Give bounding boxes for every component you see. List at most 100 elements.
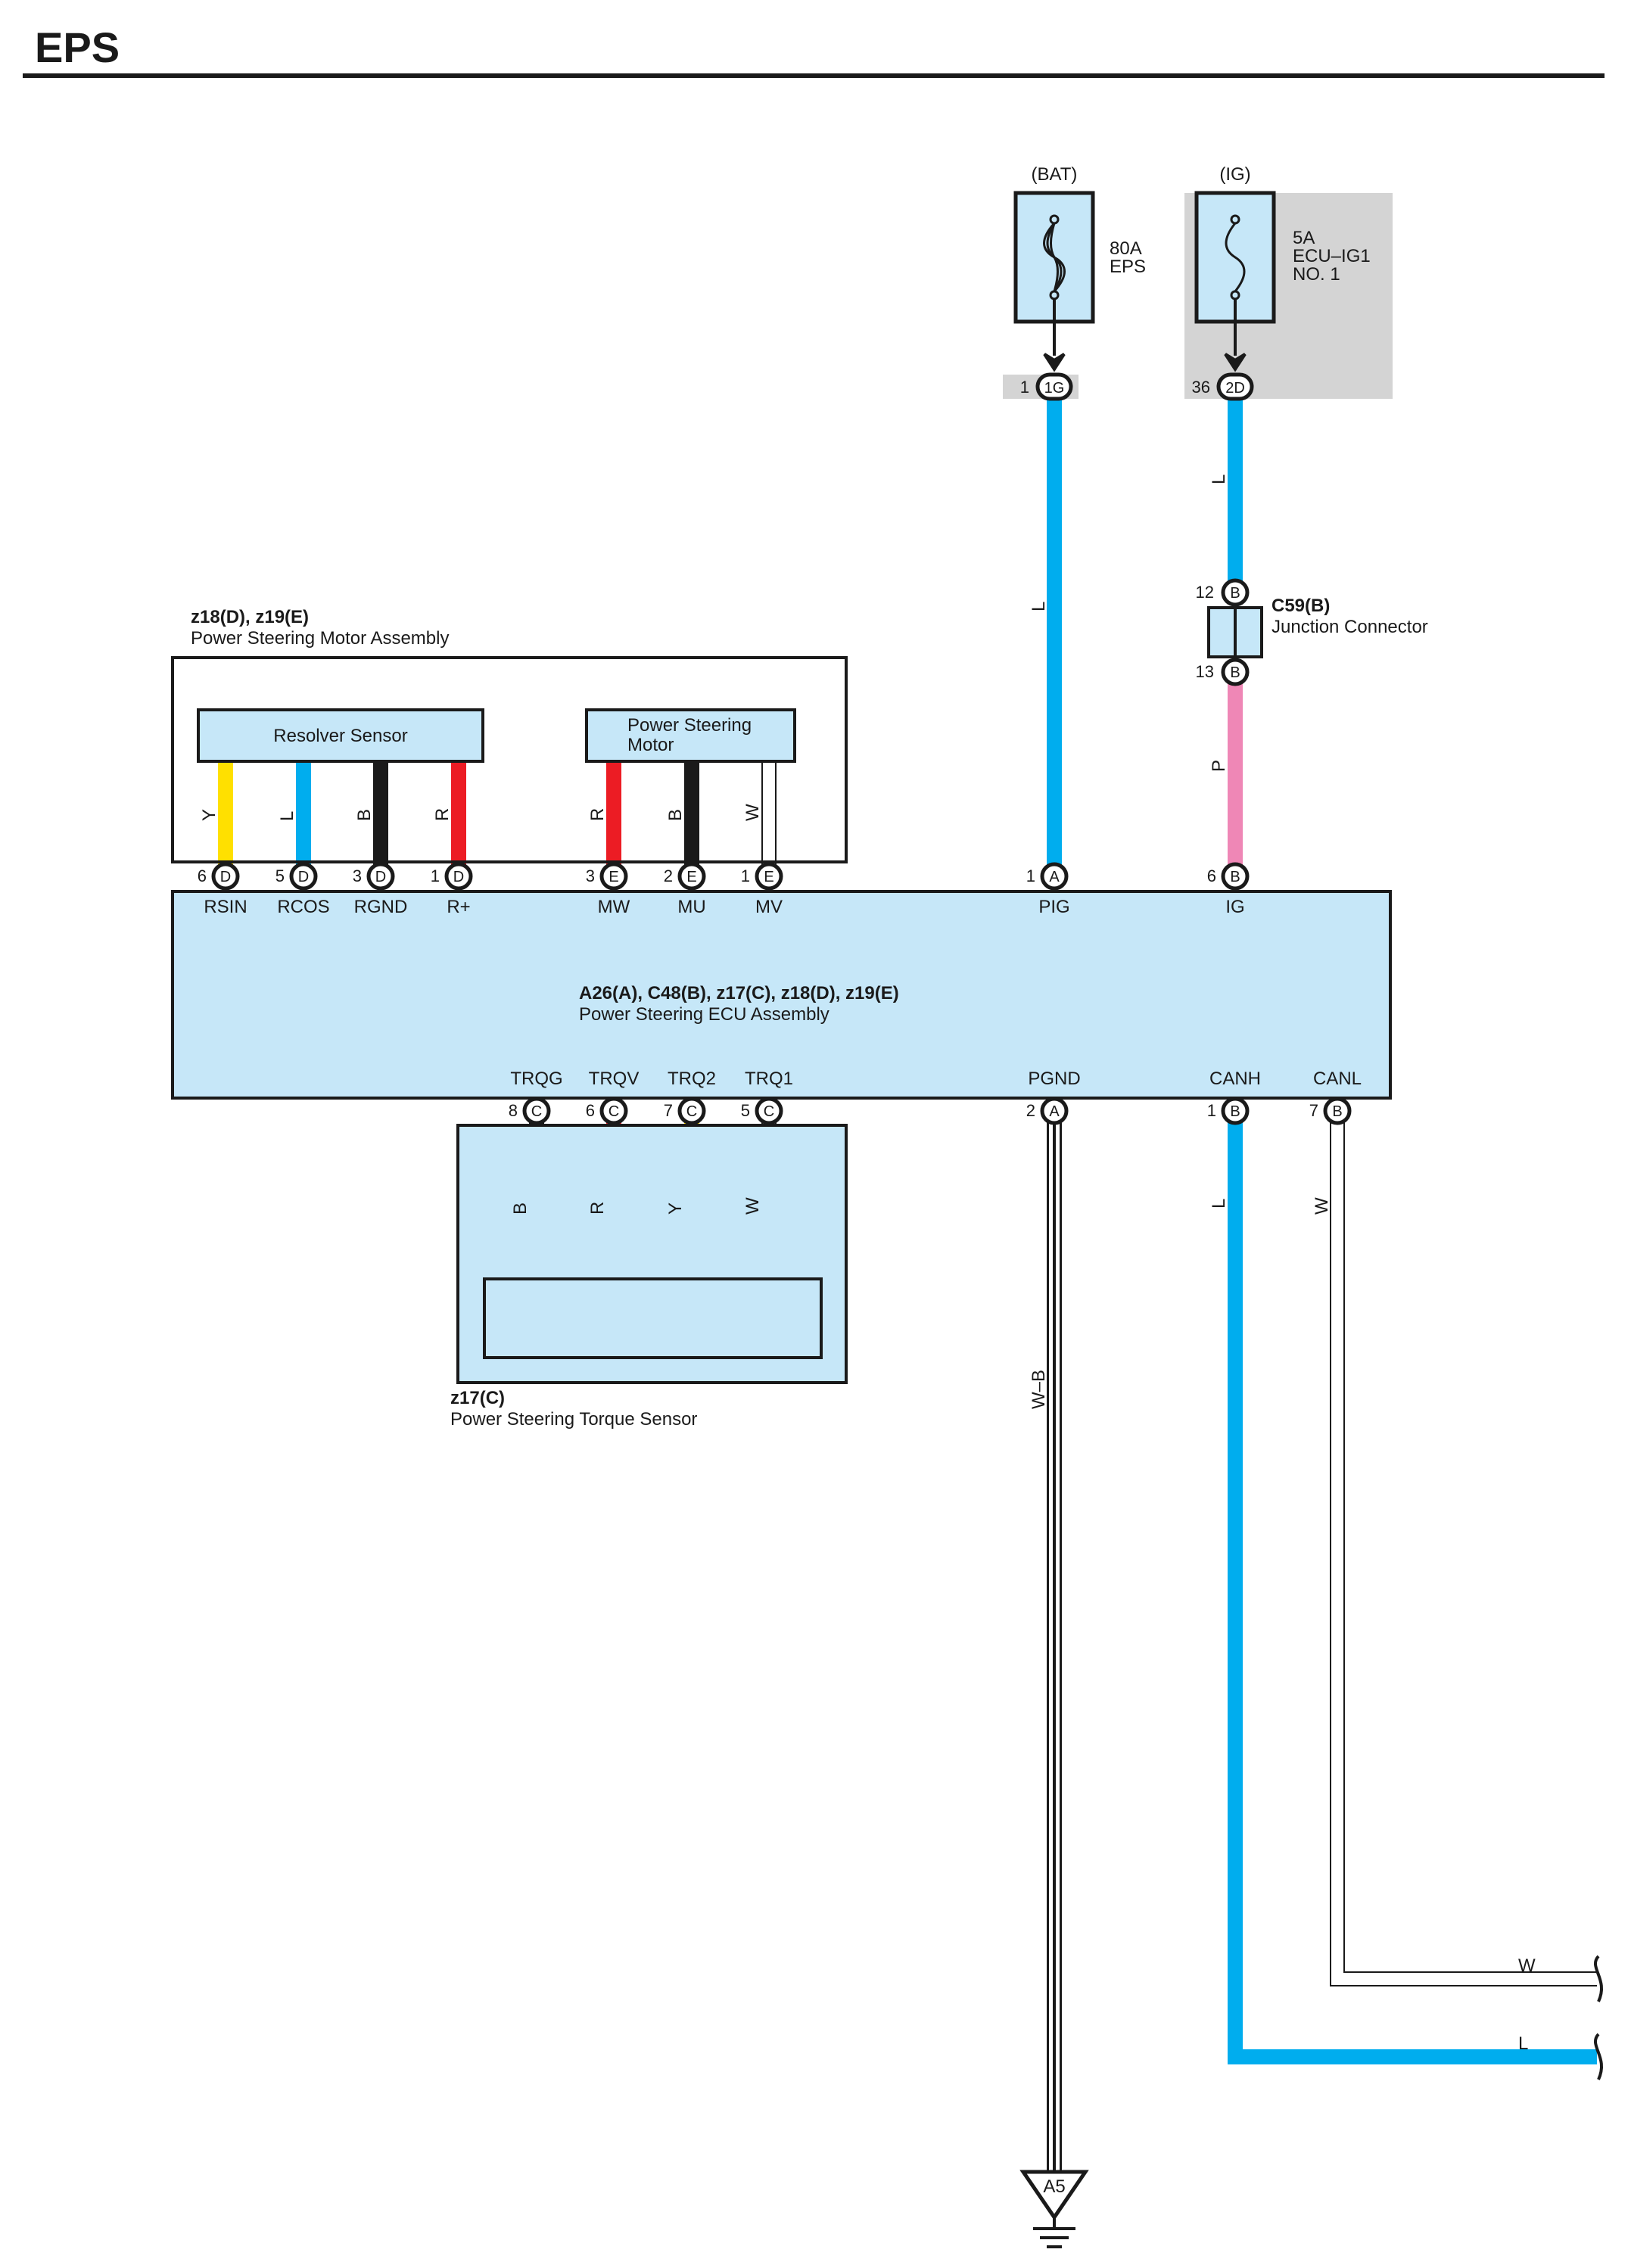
terminal-signal-name: IG xyxy=(1225,897,1244,917)
bat-arrow-icon xyxy=(1043,353,1066,372)
terminal-trqv: C6 TRQV R xyxy=(586,1069,640,1215)
terminal-trqg: C8 TRQG B xyxy=(509,1069,563,1215)
terminal-pin-number: 5 xyxy=(741,1101,750,1120)
page-title: EPS xyxy=(35,23,120,71)
wire-color-label: R xyxy=(587,1202,608,1215)
wire-label-pgnd: W–B xyxy=(1029,1370,1049,1409)
canl-break-icon xyxy=(1593,1955,1604,2002)
wire-label-ig-lower: P xyxy=(1209,760,1229,772)
terminal-2d-pin: 36 xyxy=(1192,378,1210,397)
terminal-rplus: D1R+R xyxy=(431,808,473,917)
terminal-connector-letter: C xyxy=(531,1103,542,1120)
ecu-box xyxy=(171,890,1392,1100)
terminal-junction-13: B xyxy=(1221,658,1250,686)
wire-label-pig: L xyxy=(1029,602,1049,611)
terminal-connector-letter: A xyxy=(1049,1103,1060,1120)
wire-color-label: W xyxy=(742,1197,763,1215)
motor-assembly-code: z18(D), z19(E) xyxy=(191,607,309,627)
junction-pin-bottom: 13 xyxy=(1196,662,1214,681)
terminal-pin-number: 7 xyxy=(1309,1101,1318,1120)
ground-icon xyxy=(1019,2170,1089,2248)
torque-sensor-element xyxy=(483,1277,823,1359)
wire-color-label: B xyxy=(510,1202,531,1215)
terminal-pin-number: 1 xyxy=(741,866,750,885)
wire-label-canh: L xyxy=(1209,1199,1229,1209)
terminal-signal-name: MV xyxy=(755,897,783,917)
terminal-pin-number: 6 xyxy=(1207,866,1216,885)
junction-pin-top: 12 xyxy=(1196,583,1214,602)
wire-color-label: Y xyxy=(199,809,219,821)
ig-source-label: (IG) xyxy=(1219,164,1250,185)
fuse-80a-amp: 80A xyxy=(1110,238,1142,259)
terminal-signal-name: RCOS xyxy=(277,897,329,917)
ecu-code: A26(A), C48(B), z17(C), z18(D), z19(E) xyxy=(579,983,899,1003)
resolver-sensor-label: Resolver Sensor xyxy=(273,726,407,746)
torque-sensor-name: Power Steering Torque Sensor xyxy=(450,1409,697,1430)
terminal-connector-letter: E xyxy=(609,869,618,885)
svg-text:B: B xyxy=(1230,585,1240,602)
terminal-1g-pin: 1 xyxy=(1020,378,1029,397)
motor-assembly-name: Power Steering Motor Assembly xyxy=(191,628,449,649)
terminal-signal-name: PIG xyxy=(1038,897,1069,917)
terminal-2d: 2D xyxy=(1216,372,1254,401)
terminal-connector-letter: B xyxy=(1230,1103,1240,1120)
junction-name: Junction Connector xyxy=(1271,617,1428,637)
terminal-signal-name: TRQ1 xyxy=(745,1069,793,1089)
wire-label-canh-exit: L xyxy=(1518,2033,1528,2054)
terminal-signal-name: MU xyxy=(677,897,705,917)
motor-label-line2: Motor xyxy=(627,735,674,755)
svg-text:B: B xyxy=(1230,664,1240,681)
terminal-signal-name: TRQG xyxy=(510,1069,562,1089)
ecu-top-terminals: D6RSINYD5RCOSLD3RGNDBD1R+RE3MWRE2MUBE1MV… xyxy=(198,804,1250,917)
terminal-pin-number: 2 xyxy=(1026,1101,1035,1120)
terminal-connector-letter: D xyxy=(298,869,309,885)
resolver-sensor-box xyxy=(197,708,484,763)
terminal-pin-number: 7 xyxy=(664,1101,673,1120)
wire-label-ig-upper: L xyxy=(1209,474,1229,484)
terminal-connector-letter: D xyxy=(220,869,231,885)
wire-color-label: B xyxy=(354,809,375,821)
ecu-name: Power Steering ECU Assembly xyxy=(579,1004,830,1025)
wire-color-label: L xyxy=(277,811,297,821)
svg-text:1G: 1G xyxy=(1044,380,1065,397)
fuse-5a-name-2: NO. 1 xyxy=(1293,264,1340,285)
junction-code: C59(B) xyxy=(1271,596,1330,616)
terminal-1g: 1G xyxy=(1035,372,1073,401)
terminal-pin-number: 1 xyxy=(1207,1101,1216,1120)
fuse-80a-name: EPS xyxy=(1110,257,1146,277)
terminal-pin-number: 8 xyxy=(509,1101,518,1120)
wire-color-label: R xyxy=(432,808,453,821)
terminal-connector-letter: C xyxy=(609,1103,619,1120)
fuse-5a-amp: 5A xyxy=(1293,228,1315,248)
terminal-signal-name: RSIN xyxy=(204,897,247,917)
motor-assembly-wires xyxy=(218,761,777,870)
terminal-junction-12: B xyxy=(1221,578,1250,607)
terminal-connector-letter: C xyxy=(686,1103,697,1120)
terminal-connector-letter: D xyxy=(375,869,386,885)
svg-text:2D: 2D xyxy=(1225,380,1245,397)
wire-label-canl: W xyxy=(1312,1197,1332,1215)
terminal-pin-number: 1 xyxy=(1026,866,1035,885)
wire-canl xyxy=(1330,1120,1597,1986)
terminal-signal-name: R+ xyxy=(447,897,470,917)
wire-color-label: B xyxy=(665,809,686,821)
terminal-signal-name: TRQV xyxy=(589,1069,640,1089)
terminal-connector-letter: E xyxy=(686,869,696,885)
terminal-pin-number: 2 xyxy=(664,866,673,885)
terminal-connector-letter: B xyxy=(1332,1103,1342,1120)
terminal-signal-name: MW xyxy=(598,897,630,917)
terminal-pin-number: 6 xyxy=(586,1101,595,1120)
terminal-pin-number: 3 xyxy=(353,866,362,885)
wire-label-canl-exit: W xyxy=(1518,1955,1536,1976)
ecu-bottom-terminals: C8TRQGBC6TRQVRC7TRQ2YC5TRQ1WA2PGNDB1CANH… xyxy=(509,1069,1362,1215)
